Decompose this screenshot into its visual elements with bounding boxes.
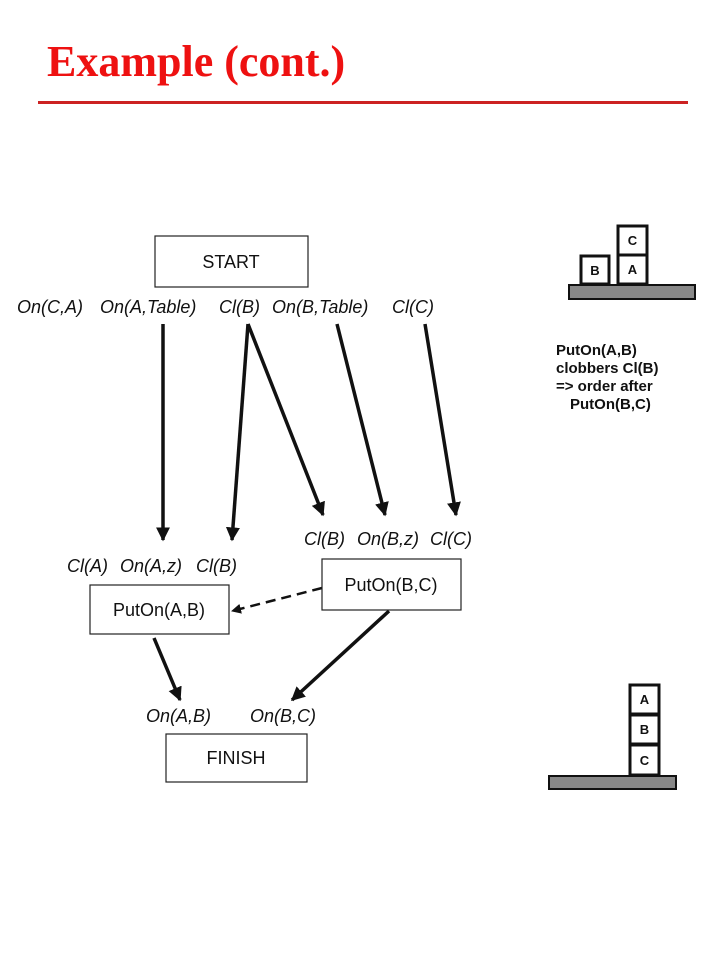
precond-ab-cl-b: Cl(B)	[196, 556, 237, 576]
svg-text:PutOn(A,B): PutOn(A,B)	[556, 342, 637, 359]
title-underline	[38, 101, 688, 104]
put-bc-node: PutOn(B,C)	[321, 558, 462, 611]
goal-block-a: A	[628, 683, 661, 716]
put-ab-node: PutOn(A,B)	[89, 584, 230, 635]
svg-text:clobbers Cl(B): clobbers Cl(B)	[556, 360, 659, 377]
svg-text:A: A	[628, 262, 638, 277]
effect-cl-b: Cl(B)	[219, 297, 260, 317]
svg-text:C: C	[640, 753, 650, 768]
start-label: START	[202, 252, 259, 272]
svg-text:PutOn(B,C): PutOn(B,C)	[570, 396, 651, 413]
put-bc-label: PutOn(B,C)	[344, 575, 437, 595]
effect-cl-c: Cl(C)	[392, 297, 434, 317]
svg-text:B: B	[590, 263, 599, 278]
svg-text:A: A	[640, 692, 650, 707]
goal-block-c: C	[628, 743, 661, 777]
effect-on-c-a: On(C,A)	[17, 297, 83, 317]
finish-node: FINISH	[165, 733, 308, 783]
precond-bc-cl-b: Cl(B)	[304, 529, 345, 549]
initial-table	[568, 284, 696, 300]
goal-state: A B C	[548, 683, 677, 790]
put-ab-label: PutOn(A,B)	[113, 600, 205, 620]
ordering-constraint	[231, 586, 323, 614]
svg-text:=> order after: => order after	[556, 378, 653, 395]
link-on-b-table-to-on-b-z	[335, 323, 389, 517]
svg-text:C: C	[628, 233, 638, 248]
link-cl-b-to-put-ab	[225, 323, 250, 542]
effect-on-b-table: On(B,Table)	[272, 297, 368, 317]
block-b: B	[579, 254, 611, 286]
precond-bc-on-b-z: On(B,z)	[357, 529, 419, 549]
link-put-bc-to-finish	[290, 609, 391, 702]
slide-title: Example (cont.)	[47, 37, 346, 86]
precond-ab-cl-a: Cl(A)	[67, 556, 108, 576]
finish-precond-on-a-b: On(A,B)	[146, 706, 211, 726]
block-c: C	[616, 224, 649, 257]
effect-on-a-table: On(A,Table)	[100, 297, 196, 317]
start-node: START	[154, 235, 309, 288]
link-put-ab-to-finish	[152, 637, 182, 702]
precond-bc-cl-c: Cl(C)	[430, 529, 472, 549]
link-cl-b-to-put-bc	[246, 323, 325, 517]
finish-label: FINISH	[206, 748, 265, 768]
svg-text:B: B	[640, 722, 649, 737]
link-cl-c-to-put-bc	[423, 323, 461, 517]
goal-table	[548, 775, 677, 790]
clobber-note: PutOn(A,B) clobbers Cl(B) => order after…	[556, 342, 659, 413]
goal-block-b: B	[628, 713, 661, 746]
finish-precond-on-b-c: On(B,C)	[250, 706, 316, 726]
initial-state: C A B	[568, 224, 696, 300]
block-a: A	[616, 253, 649, 286]
precond-ab-on-a-z: On(A,z)	[120, 556, 182, 576]
